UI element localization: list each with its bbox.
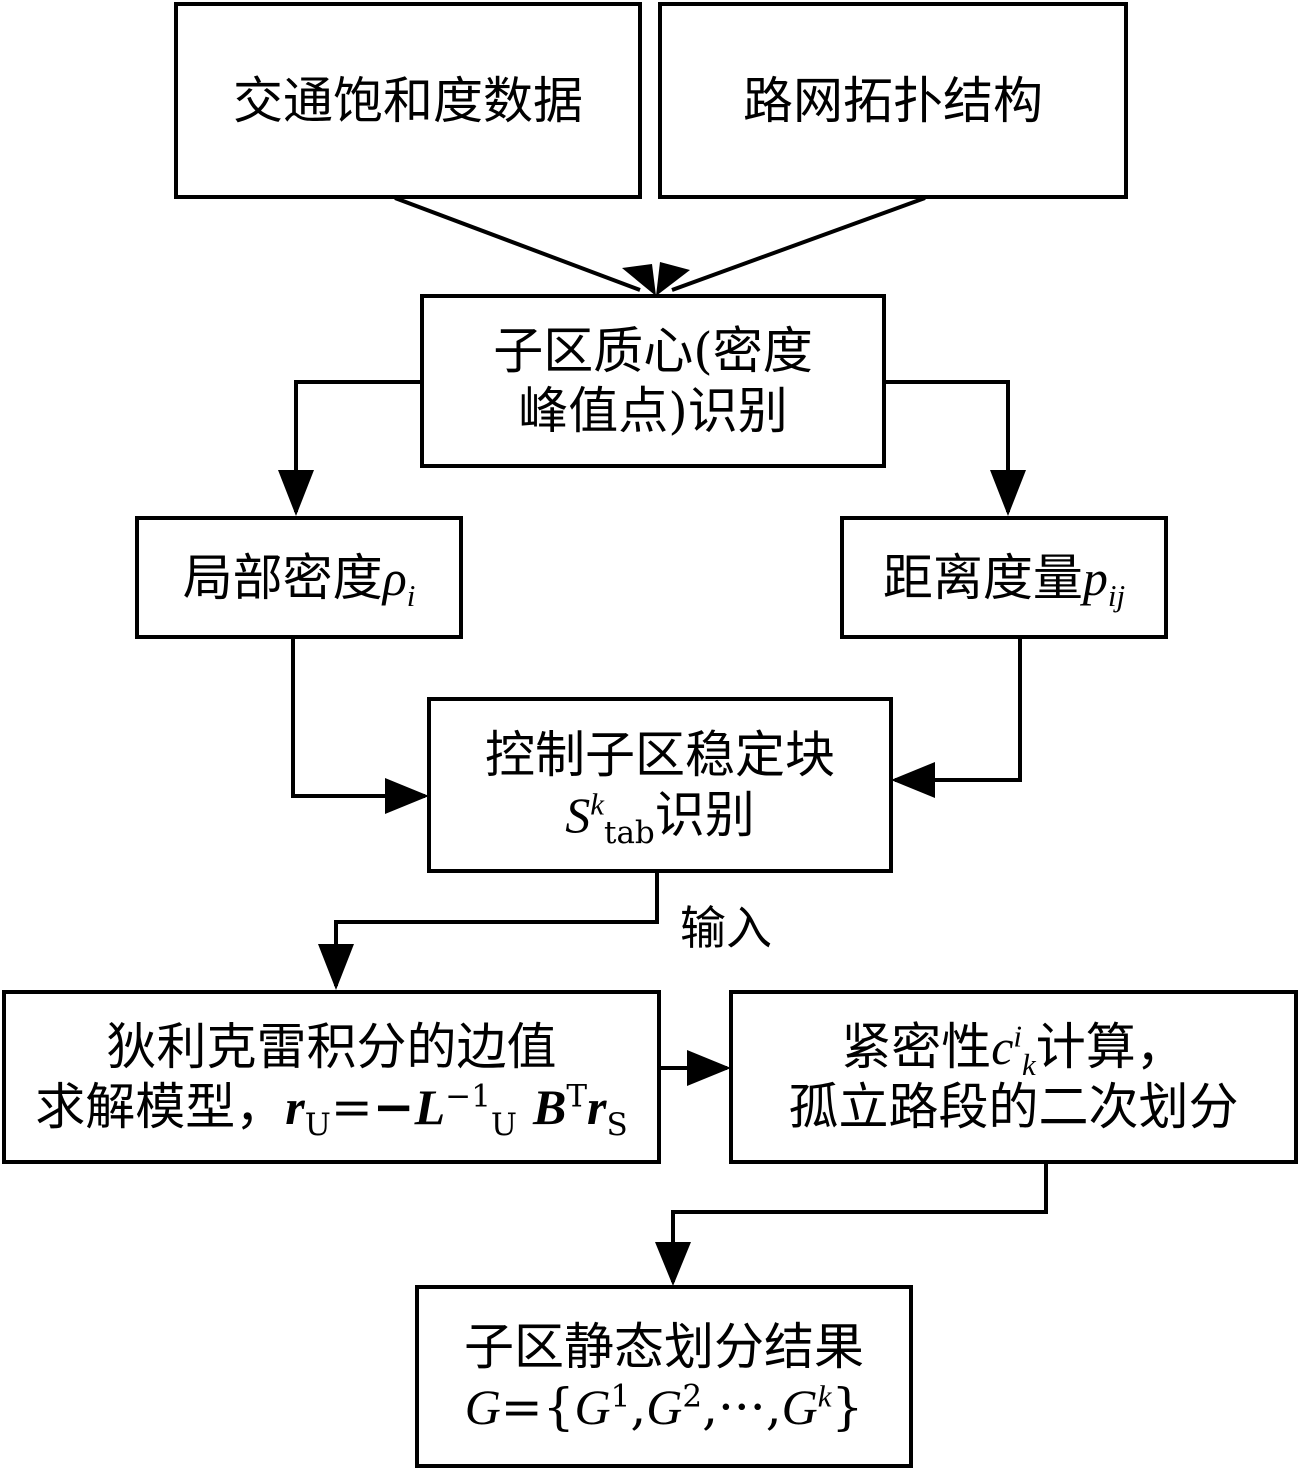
comma: , [702, 1377, 719, 1436]
arrowhead-icon [655, 1242, 691, 1286]
subscript-s: S [606, 1107, 628, 1143]
edge-centroid-to-distance [885, 380, 1010, 512]
edge-compactness-to-result [671, 1162, 1048, 1282]
ellipsis: ··· [718, 1377, 766, 1436]
node-label-line2: Sktab识别 [565, 785, 755, 849]
node-text: 计算， [1035, 1018, 1186, 1076]
edge-centroid-to-density [294, 380, 422, 512]
superscript-k: k [817, 1377, 832, 1413]
node-label-line2: 峰值点)识别 [518, 382, 788, 440]
node-distance-metric: 距离度量pij [840, 516, 1168, 639]
node-label: 局部密度ρi [182, 548, 416, 611]
comma: , [630, 1377, 647, 1436]
node-label-line1: 控制子区稳定块 [485, 726, 835, 784]
superscript-transpose: T [566, 1078, 588, 1115]
node-label-line2: 求解模型，rU=−L−1U BTrS [35, 1077, 627, 1141]
minus-sign: − [372, 1077, 415, 1136]
arrowhead-icon [990, 470, 1026, 516]
subscript-u: U [304, 1107, 331, 1143]
superscript-i: i [1013, 1018, 1023, 1054]
edge-density-to-stable [291, 638, 425, 798]
p-symbol: p [1082, 549, 1108, 606]
equals-sign: = [500, 1377, 543, 1436]
edge-topology-to-centroid [671, 196, 926, 292]
superscript-k: k [590, 786, 604, 822]
arrowhead-icon [622, 264, 656, 296]
r-vector: r [587, 1079, 607, 1135]
node-traffic-saturation-data: 交通饱和度数据 [174, 2, 642, 199]
node-label: 路网拓扑结构 [743, 71, 1043, 130]
comma: , [765, 1377, 782, 1436]
node-label: 距离度量pij [882, 548, 1125, 611]
superscript-2: 2 [682, 1377, 703, 1414]
arrowhead-icon [687, 1050, 731, 1086]
close-brace: } [831, 1377, 864, 1436]
edge-stable-to-dirichlet [334, 872, 659, 986]
node-static-partition-result: 子区静态划分结果 G={G1,G2,···,Gk} [415, 1285, 913, 1468]
r-vector: r [285, 1079, 305, 1135]
node-label-line1: 狄利克雷积分的边值 [106, 1018, 557, 1076]
superscript-inverse: −1 [445, 1078, 491, 1115]
node-text: 求解模型， [35, 1078, 286, 1136]
arrowhead-icon [656, 262, 690, 296]
rho-symbol: ρ [382, 549, 407, 606]
subscript-ij: ij [1107, 577, 1126, 613]
g-symbol: G [464, 1378, 501, 1435]
arrowhead-icon [891, 762, 935, 798]
node-compactness-calculation: 紧密性cik计算， 孤立路段的二次划分 [729, 990, 1298, 1164]
arrowhead-icon [385, 778, 429, 814]
node-label-line1: 子区静态划分结果 [464, 1317, 864, 1376]
subscript-tab: tab [603, 815, 655, 851]
node-label-line1: 紧密性cik计算， [841, 1017, 1186, 1080]
s-symbol: S [565, 787, 591, 843]
g-symbol: G [781, 1378, 818, 1435]
node-label-line2: 孤立路段的二次划分 [788, 1078, 1239, 1136]
arrowhead-icon [278, 470, 314, 516]
edge-saturation-to-centroid [394, 196, 641, 292]
subscript-k: k [1022, 1047, 1036, 1082]
node-centroid-identification: 子区质心(密度 峰值点)识别 [420, 294, 886, 468]
g-symbol: G [574, 1378, 611, 1435]
node-label-line2: G={G1,G2,···,Gk} [465, 1377, 864, 1437]
open-brace: { [542, 1377, 575, 1436]
node-road-network-topology: 路网拓扑结构 [658, 2, 1128, 199]
subscript-i: i [406, 577, 416, 613]
l-matrix: L [414, 1079, 446, 1135]
edge-label-input: 输入 [680, 901, 772, 955]
b-matrix: B [532, 1079, 567, 1135]
g-symbol: G [646, 1378, 683, 1435]
arrowhead-icon [318, 944, 354, 990]
node-local-density: 局部密度ρi [135, 516, 463, 639]
subscript-u: U [490, 1107, 518, 1143]
node-label-line1: 子区质心(密度 [493, 322, 813, 380]
node-text: 识别 [654, 786, 755, 844]
superscript-1: 1 [610, 1377, 631, 1414]
equals-sign: = [330, 1078, 373, 1136]
node-text: 紧密性 [841, 1018, 992, 1076]
node-dirichlet-boundary-model: 狄利克雷积分的边值 求解模型，rU=−L−1U BTrS [2, 990, 661, 1164]
node-text: 局部密度 [182, 548, 383, 607]
node-label: 交通饱和度数据 [233, 71, 583, 130]
edge-distance-to-stable [895, 638, 1022, 782]
node-stable-block-identification: 控制子区稳定块 Sktab识别 [427, 697, 893, 873]
node-text: 距离度量 [882, 548, 1083, 607]
c-symbol: c [991, 1019, 1014, 1075]
